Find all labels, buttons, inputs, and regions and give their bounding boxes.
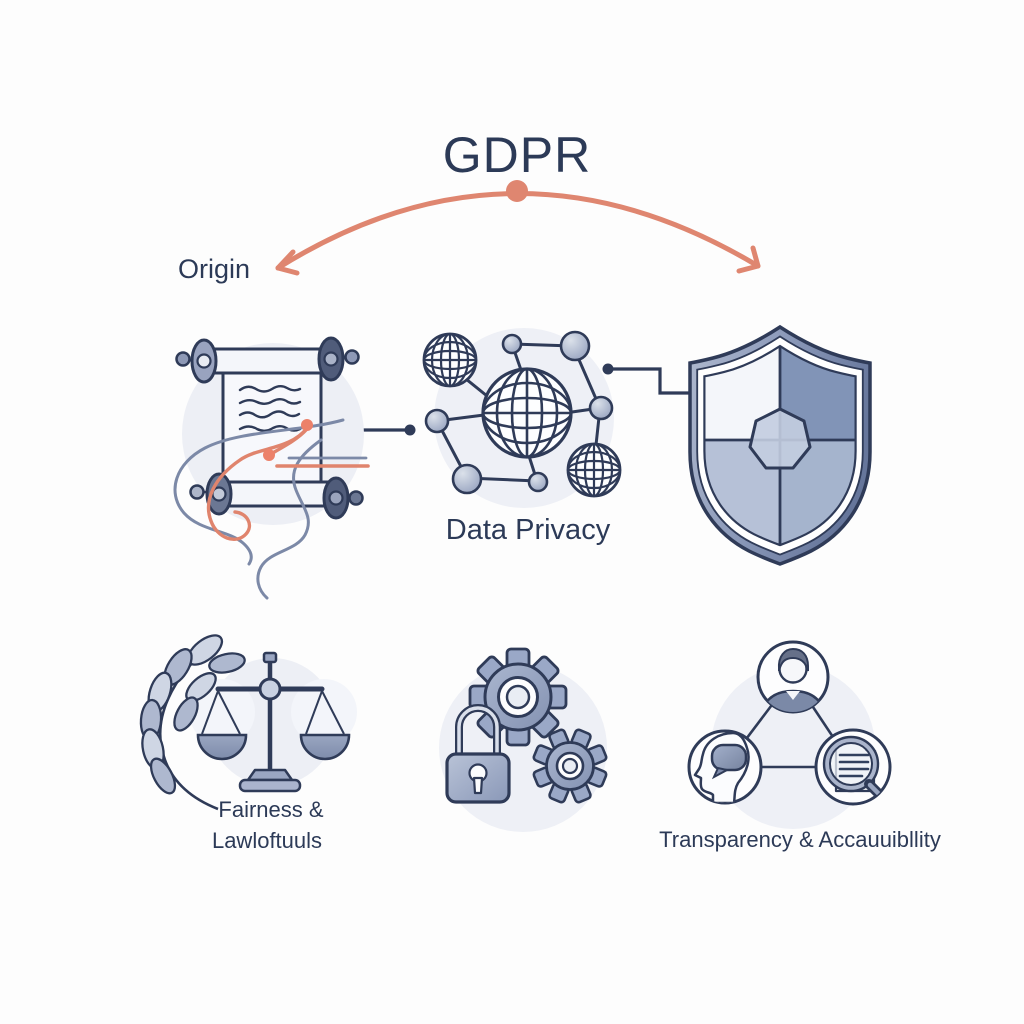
padlock-icon bbox=[445, 704, 511, 804]
scales-of-justice-icon bbox=[139, 634, 357, 811]
small-globe-icon bbox=[422, 332, 478, 388]
transparency-trio-icon bbox=[687, 640, 892, 829]
shield-center-polygon bbox=[748, 407, 812, 470]
thread-dot bbox=[263, 449, 275, 461]
globe-icon bbox=[481, 367, 573, 459]
scroll-rollers bbox=[175, 336, 364, 520]
small-globe-icon bbox=[566, 442, 622, 498]
fairness-label-line1: Fairness & bbox=[218, 797, 324, 822]
gear-icon bbox=[468, 647, 568, 747]
network-icon bbox=[422, 328, 622, 508]
shield-icon bbox=[688, 325, 872, 566]
origin-label: Origin bbox=[177, 254, 251, 284]
connector-network-shield bbox=[602, 363, 691, 395]
flow-arrow bbox=[275, 180, 761, 276]
page-title: GDPR bbox=[442, 127, 592, 183]
scales-icon bbox=[196, 651, 351, 793]
arrowhead-right bbox=[736, 245, 761, 274]
fairness-label-line2: Lawloftuuls bbox=[211, 828, 323, 853]
arc-line bbox=[275, 191, 761, 271]
tangled-threads bbox=[173, 418, 370, 600]
magnifier-document-icon bbox=[814, 728, 892, 806]
scroll-icon bbox=[173, 336, 370, 600]
arrowhead-left bbox=[275, 249, 300, 276]
transparency-label: Transparency & Accauuibllity bbox=[659, 827, 941, 852]
gear-icon bbox=[532, 728, 608, 804]
person-icon bbox=[756, 640, 830, 714]
data-privacy-label: Data Privacy bbox=[445, 514, 611, 546]
thread-dot bbox=[301, 419, 313, 431]
laurel-branch-icon bbox=[139, 634, 246, 811]
mind-icon bbox=[687, 729, 763, 805]
arc-apex-dot bbox=[506, 180, 528, 202]
gears-and-padlock-icon bbox=[439, 647, 608, 832]
network-nodes bbox=[424, 330, 614, 495]
